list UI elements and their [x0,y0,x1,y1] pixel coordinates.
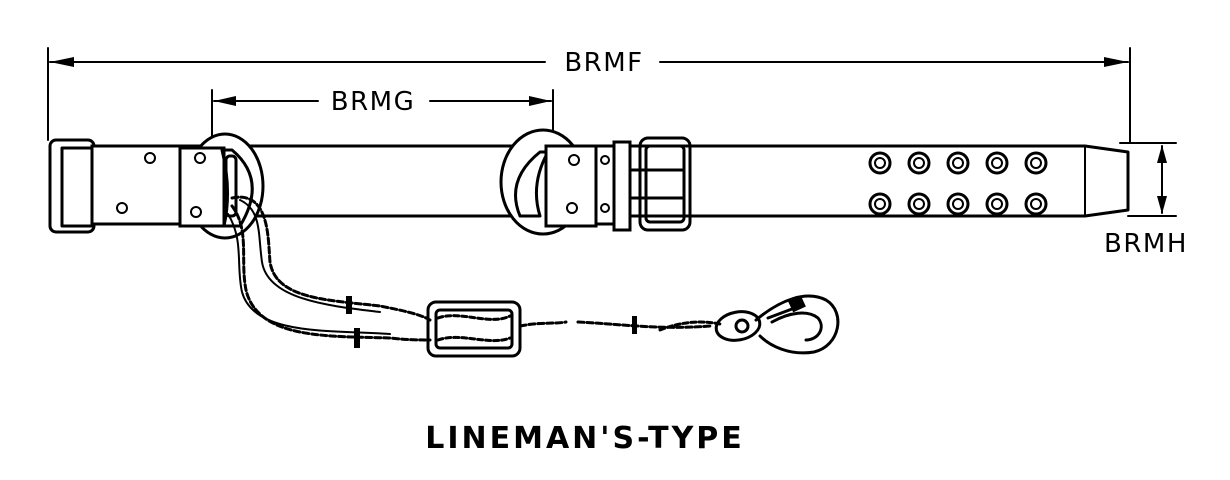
belt-strap [78,144,1130,218]
diagram-caption: LINEMAN'S-TYPE [425,421,745,456]
grommet-hole [874,157,886,169]
grommet-hole [874,198,886,210]
dimension-label-dee-ring-spacing: BRMG [331,87,415,117]
buckle-keeper-loop [612,140,632,232]
left-dee-keeper [178,146,226,228]
snap-hook-eye-pin [734,318,750,334]
rope-strand-lower [230,204,432,342]
dimension-label-belt-width: BRMH [1104,229,1188,259]
grommet [985,151,1009,175]
grommet [985,192,1009,216]
buckle-frame [638,136,692,232]
grommet [1024,192,1048,216]
rope-strand-upper-outline [239,199,381,313]
right-dee-ring-assembly [499,128,616,236]
rivet [194,152,206,164]
snap-hook-inner [770,311,823,342]
main-buckle [612,136,692,232]
rivet [600,203,610,213]
grommet-hole [952,157,964,169]
dimension-label-overall-length: BRMF [564,48,643,78]
grommet [1024,151,1048,175]
belt-body [78,144,1130,218]
buckle-frame-inner [644,144,686,224]
grommet [907,151,931,175]
rivet [116,202,128,214]
grommet-hole [1030,198,1042,210]
rivet [190,206,202,218]
left-end-keeper [48,138,96,234]
rope-seizing-wrap [346,296,352,314]
rope-seizing-wrap [632,316,637,334]
snap-hook [714,294,840,355]
arrowhead-dee-right [529,96,551,106]
arrowhead-right [1104,57,1128,67]
left-end-loop [48,138,182,234]
dimension-overall-length: BRMF [47,47,1131,144]
grommet [907,192,931,216]
snap-hook-keeper-spring [788,295,806,313]
grommet [868,192,892,216]
rope-segment-before-break [518,320,568,328]
right-dee-keeper [544,144,598,228]
rope-strand-upper [230,195,432,322]
grommet-hole [913,198,925,210]
rope-strand-lower-outline [227,213,391,335]
left-dee-slot [224,154,238,218]
grommet [946,192,970,216]
rope-eye-splice [658,320,722,332]
arrowhead-width-bottom [1157,196,1167,214]
grommet-hole [952,198,964,210]
left-leather-tab [90,144,182,226]
arrowhead-width-top [1157,145,1167,163]
rivet [600,155,610,165]
rivet [566,202,578,214]
dimension-belt-width: BRMH [1104,142,1188,259]
tongue-grommets [868,151,1048,216]
grommet [868,151,892,175]
rivet [144,152,156,164]
snap-hook-eye [714,310,762,342]
grommet-hole [991,157,1003,169]
dimension-dee-ring-spacing: BRMG [211,87,554,139]
rope-adjuster-slide [426,300,522,358]
rope-through-adjuster [436,314,512,321]
grommet-hole [991,198,1003,210]
rope-seizing-wrap [354,328,360,348]
rope-adjuster-slot [434,308,514,350]
snap-hook-body [754,294,840,355]
grommet-hole [913,157,925,169]
arrowhead-dee-left [214,96,236,106]
rivet [568,154,580,166]
grommet [946,151,970,175]
rope-lanyard [227,195,722,358]
right-dee-ring [514,150,550,218]
arrowhead-left [50,57,74,67]
left-dee-ring-assembly [178,132,265,240]
rope-segment-after-break [576,320,712,329]
rope-through-adjuster [436,335,512,343]
grommet-hole [1030,157,1042,169]
